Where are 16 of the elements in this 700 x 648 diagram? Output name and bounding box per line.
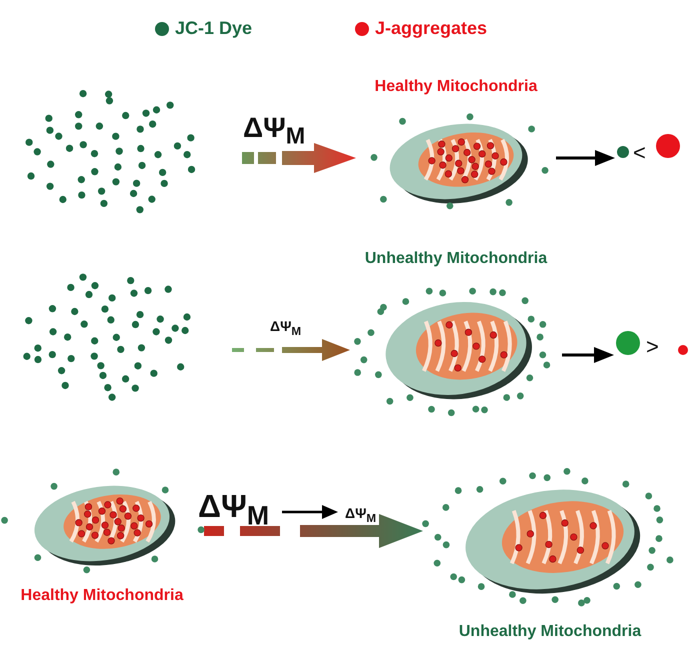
comparison-sign: < (633, 140, 646, 166)
dot (656, 134, 680, 158)
comparison-sign: > (646, 334, 659, 360)
legend-label: J-aggregates (375, 18, 488, 39)
dot (617, 146, 629, 158)
edge-label: ΔΨ$_{M}$ (345, 505, 376, 525)
heading: Healthy Mitochondria (20, 587, 184, 605)
edge-label: ΔΨ$_{M}$ (270, 318, 302, 338)
heading: Unhealthy Mitochondria (458, 623, 642, 641)
heading: Healthy Mitochondria (374, 78, 538, 96)
legend-label: JC-1 Dye (175, 18, 252, 39)
symbol-label: ΔΨ$_{M}$ (198, 488, 270, 532)
dot (616, 331, 640, 355)
edge-label: ΔΨ$_{M}$ (243, 112, 306, 150)
dot (678, 345, 688, 355)
heading: Unhealthy Mitochondria (364, 250, 548, 268)
